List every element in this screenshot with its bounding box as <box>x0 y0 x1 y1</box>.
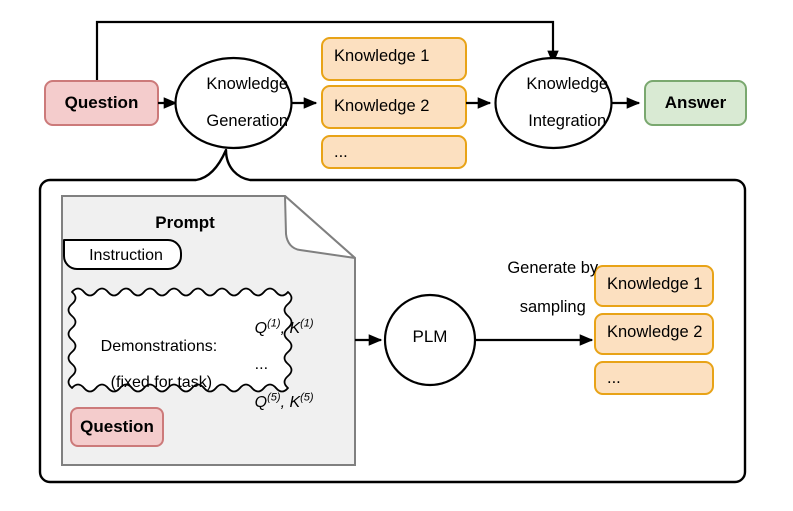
knowledge-item-1-bottom[interactable] <box>594 265 714 307</box>
knowledge-item-2-bottom[interactable] <box>594 313 714 355</box>
knowledge-generation-ellipse[interactable] <box>174 56 293 150</box>
prompt-folded-corner-icon <box>284 195 356 259</box>
question-box-top[interactable] <box>44 80 159 126</box>
demonstrations-box <box>67 287 293 393</box>
knowledge-item-2-top[interactable] <box>321 85 467 129</box>
knowledge-item-3-top[interactable] <box>321 135 467 169</box>
knowledge-item-1-top[interactable] <box>321 37 467 81</box>
question-box-inner[interactable] <box>70 407 164 447</box>
knowledge-item-3-bottom[interactable] <box>594 361 714 395</box>
answer-box[interactable] <box>644 80 747 126</box>
instruction-pill[interactable] <box>63 239 182 270</box>
plm-circle[interactable] <box>383 293 477 387</box>
feedback-arrow-question-to-integration <box>95 20 559 82</box>
knowledge-integration-ellipse[interactable] <box>494 56 613 150</box>
